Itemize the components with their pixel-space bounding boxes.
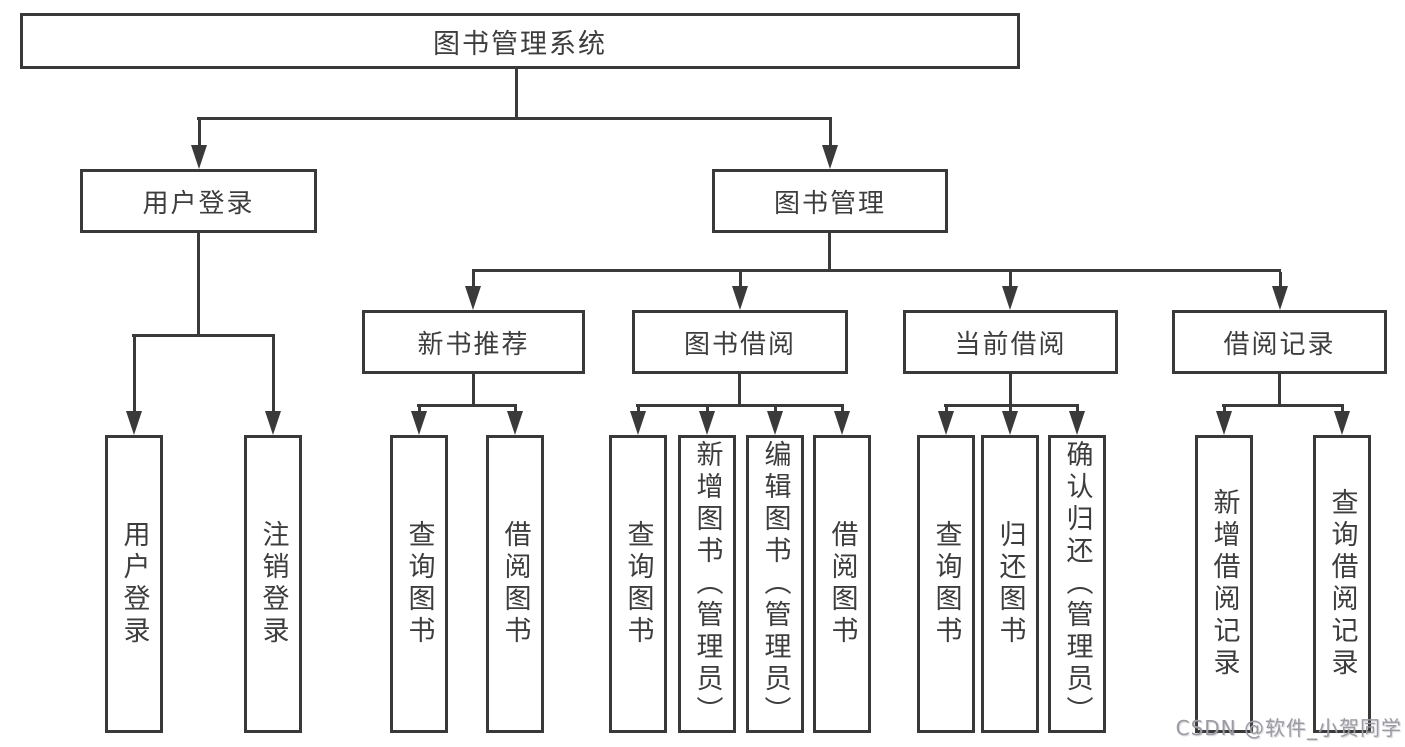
- arrow-down-icon: [822, 120, 838, 169]
- leaf-query-books-borrowing: 查询图书: [609, 435, 667, 733]
- arrow-down-icon: [191, 120, 207, 169]
- leaf-borrow-books-recommend: 借阅图书: [486, 435, 544, 733]
- node-new-book-recommendation: 新书推荐: [362, 310, 585, 374]
- arrow-down-icon: [507, 407, 523, 435]
- arrow-down-icon: [732, 272, 748, 310]
- arrow-down-icon: [1272, 272, 1288, 310]
- leaf-label: 查询借阅记录: [1326, 488, 1358, 680]
- leaf-label: 查询图书: [403, 520, 435, 648]
- leaf-query-borrow-record: 查询借阅记录: [1313, 435, 1371, 733]
- node-root: 图书管理系统: [20, 13, 1020, 69]
- leaf-label: 归还图书: [994, 520, 1026, 648]
- arrow-down-icon: [1216, 407, 1232, 435]
- connector-new-book-horizontal: [417, 404, 517, 407]
- arrow-down-icon: [411, 407, 427, 435]
- connector-level3-horizontal: [472, 269, 1281, 272]
- leaf-query-books-current: 查询图书: [917, 435, 975, 733]
- leaf-confirm-return-admin: 确认归还（管理员）: [1048, 435, 1106, 733]
- leaf-label: 借阅图书: [499, 520, 531, 648]
- arrow-down-icon: [1334, 407, 1350, 435]
- connector-book-management-stem: [828, 233, 831, 272]
- leaf-borrow-books-borrowing: 借阅图书: [813, 435, 871, 733]
- leaf-add-books-admin: 新增图书（管理员）: [678, 435, 736, 733]
- arrow-down-icon: [1002, 407, 1018, 435]
- connector-borrowing-records-stem: [1278, 374, 1281, 407]
- arrow-down-icon: [1002, 272, 1018, 310]
- csdn-watermark: CSDN @软件_小贺同学: [1175, 716, 1402, 740]
- connector-current-borrowing-horizontal: [944, 404, 1079, 407]
- arrow-down-icon: [938, 407, 954, 435]
- node-book-management: 图书管理: [712, 169, 948, 233]
- connector-root-stem: [515, 69, 518, 120]
- leaf-label: 新增借阅记录: [1208, 488, 1240, 680]
- connector-current-borrowing-stem: [1009, 374, 1012, 407]
- leaf-label: 用户登录: [118, 520, 150, 648]
- arrow-down-icon: [630, 407, 646, 435]
- leaf-edit-books-admin: 编辑图书（管理员）: [746, 435, 804, 733]
- leaf-label: 确认归还（管理员）: [1061, 440, 1093, 728]
- connector-user-login-stem: [197, 233, 200, 337]
- node-book-borrowing: 图书借阅: [632, 310, 848, 374]
- leaf-return-books: 归还图书: [981, 435, 1039, 733]
- node-borrowing-records: 借阅记录: [1172, 310, 1387, 374]
- leaf-label: 查询图书: [622, 520, 654, 648]
- leaf-query-books-recommend: 查询图书: [390, 435, 448, 733]
- connector-user-login-horizontal: [132, 334, 275, 337]
- leaf-label: 编辑图书（管理员）: [759, 440, 791, 728]
- connector-book-borrowing-horizontal: [636, 404, 844, 407]
- leaf-label: 注销登录: [257, 520, 289, 648]
- arrow-down-icon: [265, 337, 281, 435]
- arrow-down-icon: [834, 407, 850, 435]
- connector-new-book-stem: [472, 374, 475, 407]
- arrow-down-icon: [126, 337, 142, 435]
- node-current-borrowing: 当前借阅: [903, 310, 1118, 374]
- connector-borrowing-records-horizontal: [1222, 404, 1344, 407]
- arrow-down-icon: [1069, 407, 1085, 435]
- node-user-login: 用户登录: [80, 169, 317, 233]
- arrow-down-icon: [699, 407, 715, 435]
- leaf-label: 查询图书: [930, 520, 962, 648]
- leaf-user-login: 用户登录: [105, 435, 163, 733]
- leaf-add-borrow-record: 新增借阅记录: [1195, 435, 1253, 733]
- connector-book-borrowing-stem: [738, 374, 741, 407]
- arrow-down-icon: [465, 272, 481, 310]
- leaf-logout: 注销登录: [244, 435, 302, 733]
- leaf-label: 新增图书（管理员）: [691, 440, 723, 728]
- arrow-down-icon: [767, 407, 783, 435]
- leaf-label: 借阅图书: [826, 520, 858, 648]
- connector-level1-horizontal: [197, 117, 832, 120]
